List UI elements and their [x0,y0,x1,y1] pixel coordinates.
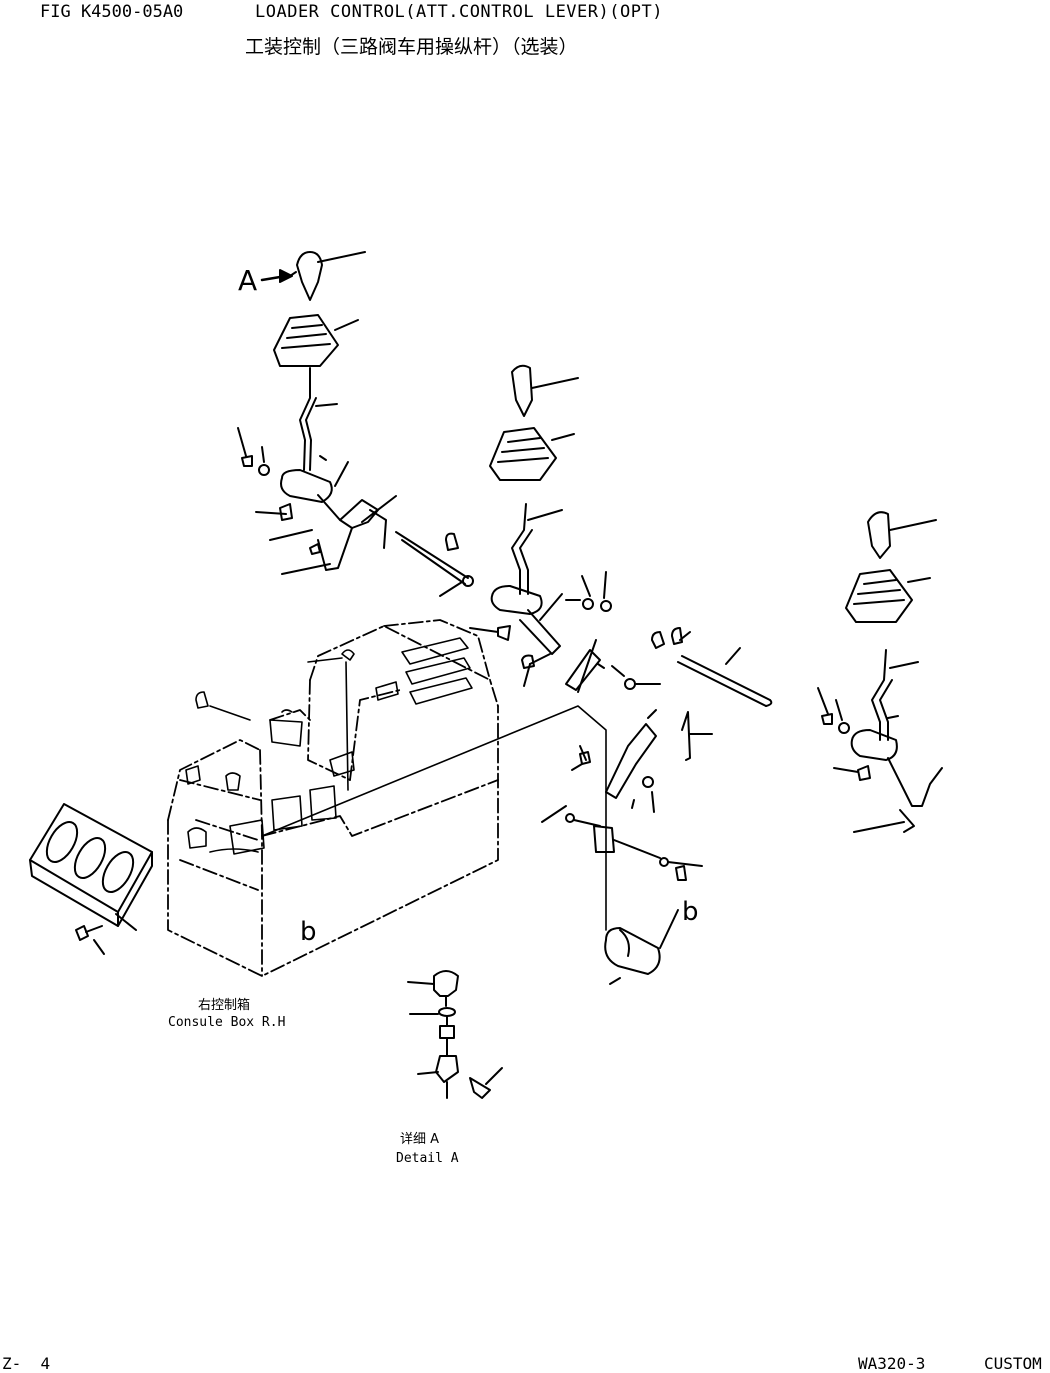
page-number: Z- 4 [2,1354,51,1373]
link-rod-a [395,531,474,597]
console-box-label-en: Consule Box R.H [168,1015,286,1030]
middle-lever-assembly [469,364,661,693]
left-lever-pivot [280,469,333,503]
console-tray [29,803,153,955]
right-link-parts [571,627,773,813]
detail-a-knob [407,970,503,1099]
left-lever-knob [296,251,323,301]
detail-a-label-cn: 详细 A [400,1132,440,1147]
custom-label: CUSTOM [984,1354,1042,1373]
model-name: WA320-3 [858,1354,926,1373]
right-lever-rod [871,649,887,741]
lower-linkage [541,805,703,985]
title-chinese: 工装控制（三路阀车用操纵杆）（选装） [245,36,578,58]
actuator-cylinder [604,927,661,975]
left-lever-boot [273,314,339,367]
detail-a-label-en: Detail A [396,1151,459,1166]
figure-number: FIG K4500-05A0 [40,2,184,22]
console-box-label-cn: 右控制箱 [198,998,251,1013]
right-lever-assembly [817,511,943,833]
right-lever-boot [845,569,913,623]
title-english: LOADER CONTROL(ATT.CONTROL LEVER)(OPT) [255,2,663,22]
cable-line [261,705,607,931]
left-lever-assembly [237,251,397,575]
ref-b-actuator: b [682,897,699,927]
console-box [167,619,499,977]
middle-lever-knob [511,364,533,417]
right-lever-knob [867,511,891,559]
ref-b-console: b [300,917,317,947]
middle-lever-rod [511,503,527,595]
left-lever-rod [299,367,311,471]
middle-lever-boot [489,427,557,481]
view-a-letter: A [238,264,257,297]
console-box-details [185,637,473,855]
